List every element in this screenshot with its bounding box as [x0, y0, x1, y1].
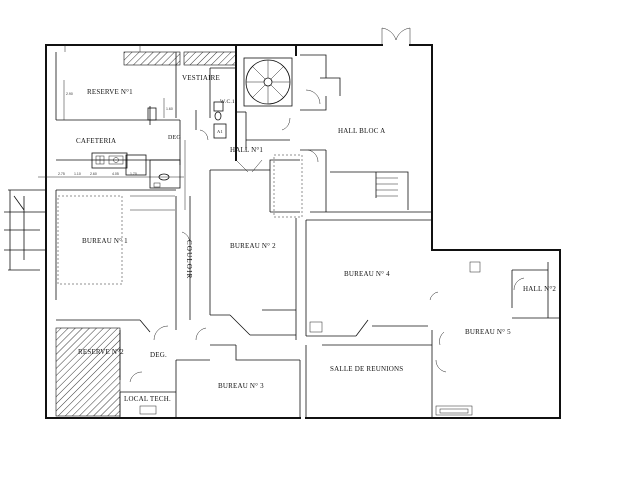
label-deg-top: DEG [168, 135, 181, 141]
label-couloir: COULOIR [185, 240, 193, 280]
label-hall-1: HALL N°1 [230, 146, 263, 154]
dim-7: 1.60 [166, 107, 173, 111]
label-hall-2: HALL N°2 [523, 285, 556, 293]
label-cafeteria: CAFETERIA [76, 137, 116, 145]
label-bureau-4: BUREAU N° 4 [344, 270, 390, 278]
label-bureau-2: BUREAU N° 2 [230, 242, 276, 250]
hatch-block-reserve-2 [55, 327, 121, 417]
outer-walls [45, 44, 561, 419]
dim-4: 4.05 [112, 172, 119, 176]
interior-walls [4, 45, 560, 418]
dim-3: 2.60 [90, 172, 97, 176]
label-deg-bottom: DEG. [150, 351, 167, 359]
label-local-tech: LOCAL TECH. [124, 395, 171, 403]
dim-6: 2.90 [66, 92, 73, 96]
label-reserve-1: RESERVE N°1 [87, 88, 133, 96]
door-swings [129, 27, 525, 383]
hatch-block-top-right [183, 51, 237, 66]
label-reserve-2: RESERVE N°2 [78, 348, 124, 356]
label-bureau-3: BUREAU N° 3 [218, 382, 264, 390]
dim-2: 1.10 [74, 172, 81, 176]
dim-1: 2.75 [58, 172, 65, 176]
spiral-staircase [243, 57, 293, 107]
label-vestiaire: VESTIAIRE [182, 74, 220, 82]
dim-5: 1.70 [130, 172, 137, 176]
hatch-block-top [123, 51, 181, 66]
label-bureau-1: BUREAU N° 1 [82, 237, 128, 245]
label-bureau-5: BUREAU N° 5 [465, 328, 511, 336]
label-wc-1: W.C.1 [220, 99, 235, 105]
label-salle-reunions: SALLE DE REUNIONS [330, 365, 403, 373]
label-equipment-tag: A1 [217, 129, 223, 134]
label-hall-bloc-a: HALL BLOC A [338, 127, 385, 135]
